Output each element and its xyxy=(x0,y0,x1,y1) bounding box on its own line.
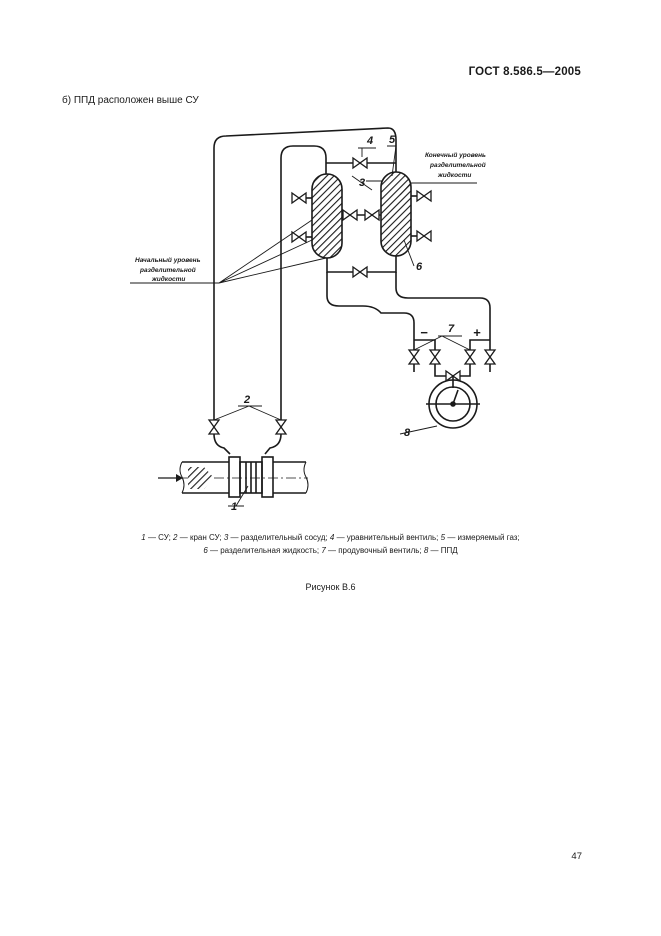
label-3: 3 xyxy=(359,177,365,189)
legend-num: 5 xyxy=(440,533,446,542)
figure-subtitle: б) ППД расположен выше СУ xyxy=(62,95,199,106)
legend-line-1: 1 — СУ; 2 — кран СУ; 3 — разделительный … xyxy=(0,531,661,544)
plus-sign: + xyxy=(473,325,481,340)
legend-num: 2 xyxy=(173,533,178,542)
document-code: ГОСТ 8.586.5—2005 xyxy=(468,66,581,78)
legend-text: — кран СУ; xyxy=(177,533,224,542)
label-4: 4 xyxy=(366,135,373,147)
initial-level-line2: разделительной xyxy=(139,266,196,274)
label-6: 6 xyxy=(416,261,423,273)
legend-num: 3 xyxy=(223,533,229,542)
figure-legend: 1 — СУ; 2 — кран СУ; 3 — разделительный … xyxy=(0,531,661,557)
legend-text: — уравнительный вентиль; xyxy=(334,533,441,542)
label-2: 2 xyxy=(243,394,250,406)
legend-text: — ППД xyxy=(428,546,458,555)
legend-num: 1 xyxy=(141,533,146,542)
legend-num: 4 xyxy=(329,533,335,542)
initial-level-line3: жидкости xyxy=(151,275,185,283)
label-8: 8 xyxy=(404,427,411,439)
label-1: 1 xyxy=(231,501,237,513)
legend-num: 7 xyxy=(321,546,326,555)
legend-text: — измеряемый газ; xyxy=(445,533,520,542)
legend-num: 6 xyxy=(203,546,208,555)
final-level-line3: жидкости xyxy=(437,171,471,179)
legend-line-2: 6 — разделительная жидкость; 7 — продуво… xyxy=(0,544,661,557)
figure-title: Рисунок В.6 xyxy=(305,582,356,592)
initial-level-line1: Начальный уровень xyxy=(135,256,201,264)
label-5: 5 xyxy=(389,134,396,146)
legend-text: — СУ; xyxy=(145,533,174,542)
legend-text: — разделительный сосуд; xyxy=(228,533,330,542)
legend-text: — разделительная жидкость; xyxy=(207,546,322,555)
schematic-diagram: 2 4 5 3 6 7 − + 8 1 Конечный уровень раз… xyxy=(130,127,496,513)
legend-text: — продувочный вентиль; xyxy=(325,546,424,555)
minus-sign: − xyxy=(420,325,428,340)
final-level-line1: Конечный уровень xyxy=(425,151,486,159)
label-7: 7 xyxy=(448,323,455,335)
legend-num: 8 xyxy=(423,546,429,555)
page-number: 47 xyxy=(571,851,582,862)
final-level-line2: разделительной xyxy=(429,161,486,169)
